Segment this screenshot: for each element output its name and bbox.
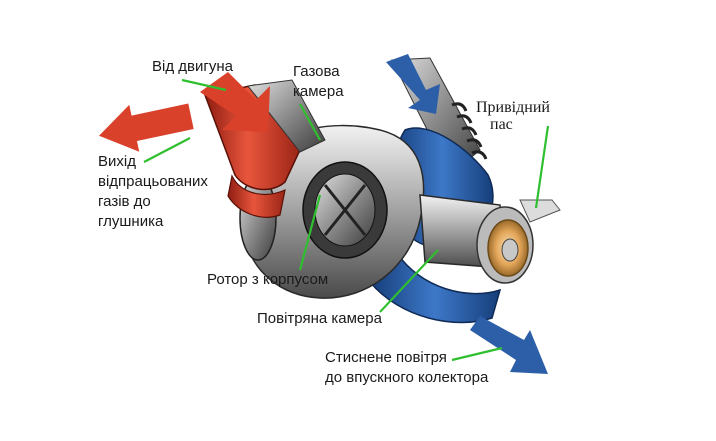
leader-compressed — [451, 346, 503, 362]
label-from-engine: Від двигуна — [152, 58, 233, 75]
label-air-chamber: Повітряна камера — [257, 310, 382, 327]
air-outlet-duct — [369, 248, 502, 324]
label-rotor-housing: Ротор з корпусом — [207, 271, 329, 288]
spring-coil — [451, 102, 488, 160]
label-compressed-air: Стиснене повітря до впускного колектора — [325, 348, 488, 388]
label-drive-belt: Привідний пас — [476, 99, 550, 133]
label-gas-chamber-line2: камера — [293, 83, 344, 100]
leader-exhaust — [143, 137, 191, 163]
air-in-arrow — [386, 54, 440, 114]
belt-shape — [519, 199, 561, 223]
label-exhaust-out: Вихід відпрацьованих газів до глушника — [98, 152, 208, 232]
label-gas-chamber: Газова камера — [293, 62, 344, 102]
leader-gas-chamber — [299, 103, 321, 141]
label-compressed-line1: Стиснене повітря — [325, 349, 447, 366]
label-drive-belt-line1: Привідний — [476, 99, 550, 116]
label-drive-belt-line2: пас — [490, 116, 513, 133]
leader-from-engine — [181, 78, 227, 92]
label-compressed-line2: до впускного колектора — [325, 369, 489, 386]
leader-air-chamber — [379, 249, 439, 313]
label-exhaust-line2: відпрацьованих — [98, 173, 208, 190]
leader-drive-belt — [534, 125, 550, 209]
turbocharger-illustration — [203, 57, 561, 324]
exhaust-out-arrow — [99, 103, 194, 152]
compressed-air-arrow — [470, 316, 548, 374]
label-exhaust-line4: глушника — [98, 213, 164, 230]
label-exhaust-line3: газів до — [98, 193, 151, 210]
leader-rotor — [298, 194, 322, 271]
label-gas-chamber-line1: Газова — [293, 63, 340, 80]
label-exhaust-line1: Вихід — [98, 153, 136, 170]
pulley-nut — [501, 238, 519, 262]
rotor-lobes — [323, 184, 367, 236]
exhaust-outlet — [227, 174, 286, 218]
leader-lines — [143, 78, 550, 362]
